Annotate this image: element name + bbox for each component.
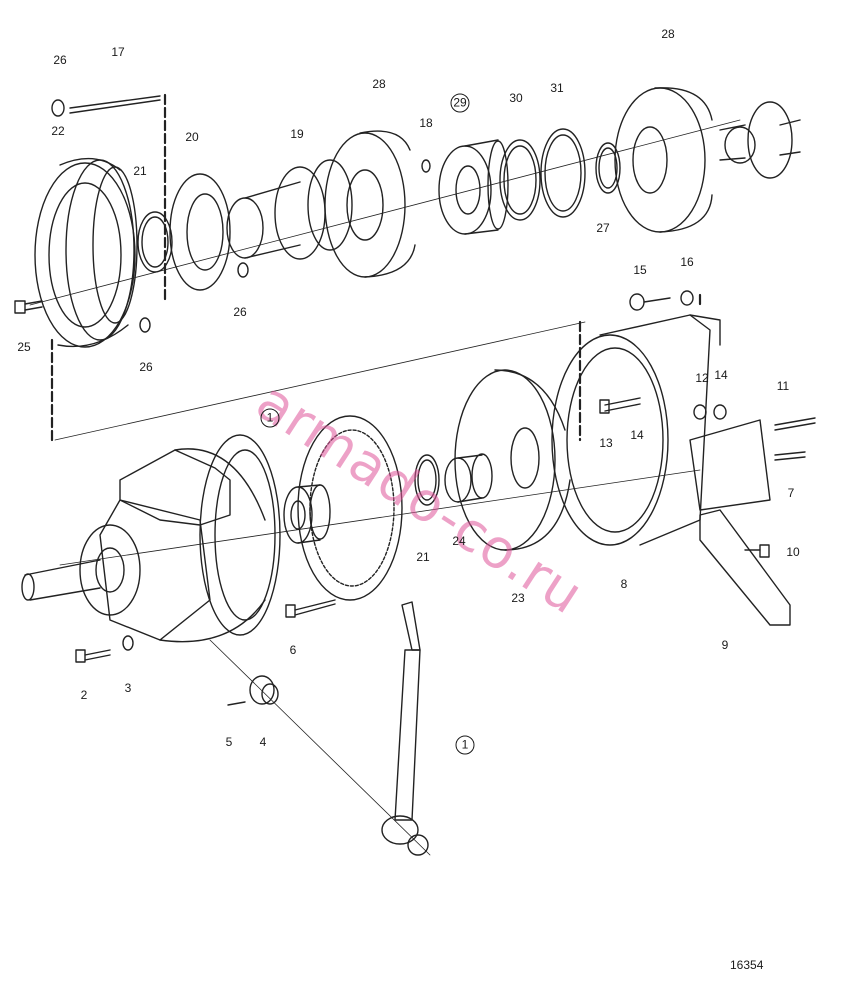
gearbox-housing <box>21 434 281 643</box>
callout-29: 29 <box>450 93 470 113</box>
part-4-knob <box>227 675 279 706</box>
callout-22: 22 <box>51 124 65 138</box>
callout-8: 8 <box>620 577 628 591</box>
callout-18: 18 <box>419 116 433 130</box>
callout-1: 1 <box>455 735 475 755</box>
part-28-rubber-element-right <box>614 87 713 233</box>
axis-lines <box>29 119 741 856</box>
callout-10: 10 <box>786 545 800 559</box>
callout-31: 31 <box>550 81 564 95</box>
callout-28: 28 <box>661 27 675 41</box>
part-18-nut <box>421 159 431 173</box>
callout-28: 28 <box>372 77 386 91</box>
figure-number: 16354 <box>730 958 764 972</box>
part-22-coupling-flange <box>34 157 138 348</box>
callout-26: 26 <box>53 53 67 67</box>
part-31-ring <box>540 128 586 218</box>
callout-6: 6 <box>289 643 297 657</box>
callout-11: 11 <box>776 379 790 393</box>
mount-bracket <box>689 419 791 626</box>
part-29-hub <box>438 139 509 235</box>
callout-19: 19 <box>290 127 304 141</box>
part-26-washers <box>51 99 249 333</box>
callout-2: 2 <box>80 688 88 702</box>
callout-25: 25 <box>17 340 31 354</box>
callout-16: 16 <box>680 255 694 269</box>
lower-bolts <box>75 290 816 663</box>
callout-3: 3 <box>124 681 132 695</box>
callout-17: 17 <box>111 45 125 59</box>
part-19-sleeve <box>226 159 353 260</box>
callout-24: 24 <box>452 534 466 548</box>
part-24-bushing <box>444 453 493 503</box>
callout-4: 4 <box>259 735 267 749</box>
callout-14: 14 <box>714 368 728 382</box>
callout-12: 12 <box>695 371 709 385</box>
callout-26: 26 <box>233 305 247 319</box>
part-27-ring <box>595 142 621 194</box>
callout-15: 15 <box>633 263 647 277</box>
part-8-bell-housing <box>551 314 721 546</box>
callout-13: 13 <box>599 436 613 450</box>
dashed-connection <box>50 93 702 442</box>
callout-14: 14 <box>630 428 644 442</box>
callout-1: 1 <box>260 408 280 428</box>
part-1-bearing <box>283 484 331 544</box>
ring-gear <box>297 415 403 601</box>
callout-7: 7 <box>787 486 795 500</box>
callout-21: 21 <box>416 550 430 564</box>
part-23-drum <box>454 369 571 551</box>
part-30-ring <box>499 139 541 221</box>
part-28-rubber-element-left <box>324 130 416 278</box>
callout-21: 21 <box>133 164 147 178</box>
part-21-ring <box>137 211 173 273</box>
part-20-flange <box>169 173 231 291</box>
shift-lever <box>381 601 429 856</box>
callout-5: 5 <box>225 735 233 749</box>
engine-shaft <box>719 101 801 179</box>
callout-20: 20 <box>185 130 199 144</box>
part-17-stud <box>69 95 161 114</box>
callout-23: 23 <box>511 591 525 605</box>
callout-27: 27 <box>596 221 610 235</box>
callout-30: 30 <box>509 91 523 105</box>
part-25-bolt <box>14 300 43 314</box>
callout-9: 9 <box>721 638 729 652</box>
part-21-lower-ring <box>414 454 440 506</box>
callout-26: 26 <box>139 360 153 374</box>
